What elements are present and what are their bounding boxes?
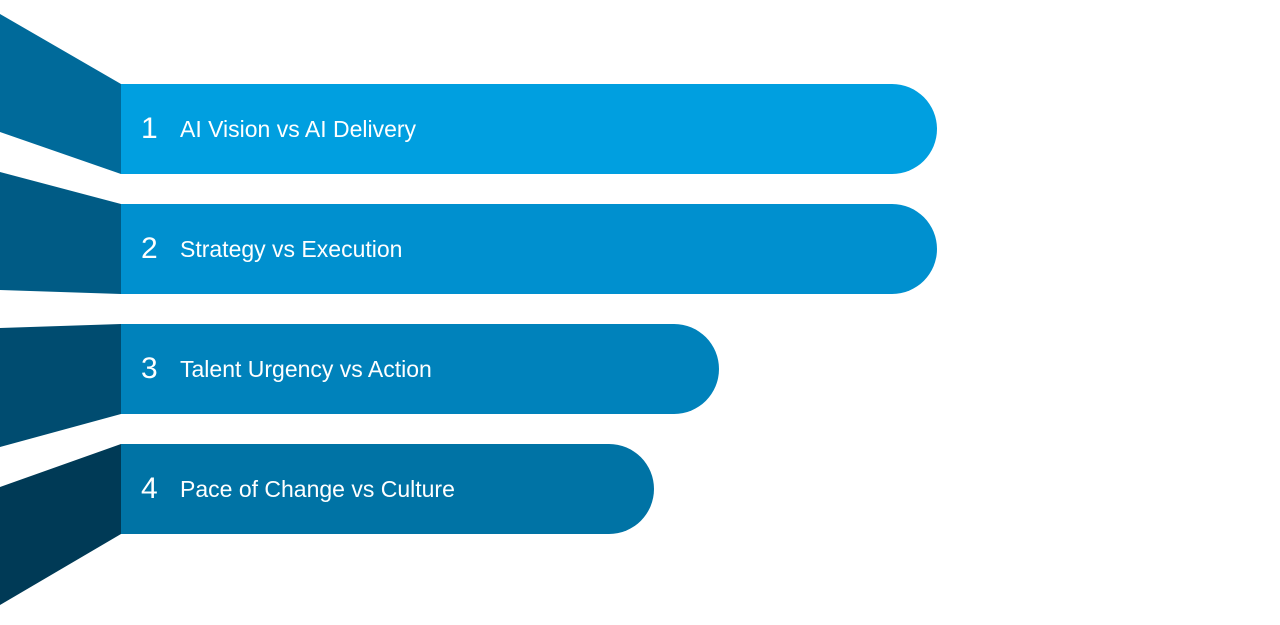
flap-4 — [0, 444, 121, 605]
item-number: 1 — [141, 112, 158, 145]
item-number: 4 — [141, 472, 158, 505]
item-bar-2: 2 Strategy vs Execution — [121, 204, 937, 294]
item-label: Pace of Change vs Culture — [180, 476, 455, 502]
flap-3 — [0, 324, 121, 447]
item-number: 3 — [141, 352, 158, 385]
item-label: Talent Urgency vs Action — [180, 356, 432, 382]
flap-2 — [0, 172, 121, 294]
item-bar-3: 3 Talent Urgency vs Action — [121, 324, 719, 414]
item-bar-1: 1 AI Vision vs AI Delivery — [121, 84, 937, 174]
item-label: AI Vision vs AI Delivery — [180, 116, 417, 142]
flap-1 — [0, 14, 121, 174]
item-bar-4: 4 Pace of Change vs Culture — [121, 444, 654, 534]
item-number: 2 — [141, 232, 158, 265]
item-label: Strategy vs Execution — [180, 236, 403, 262]
